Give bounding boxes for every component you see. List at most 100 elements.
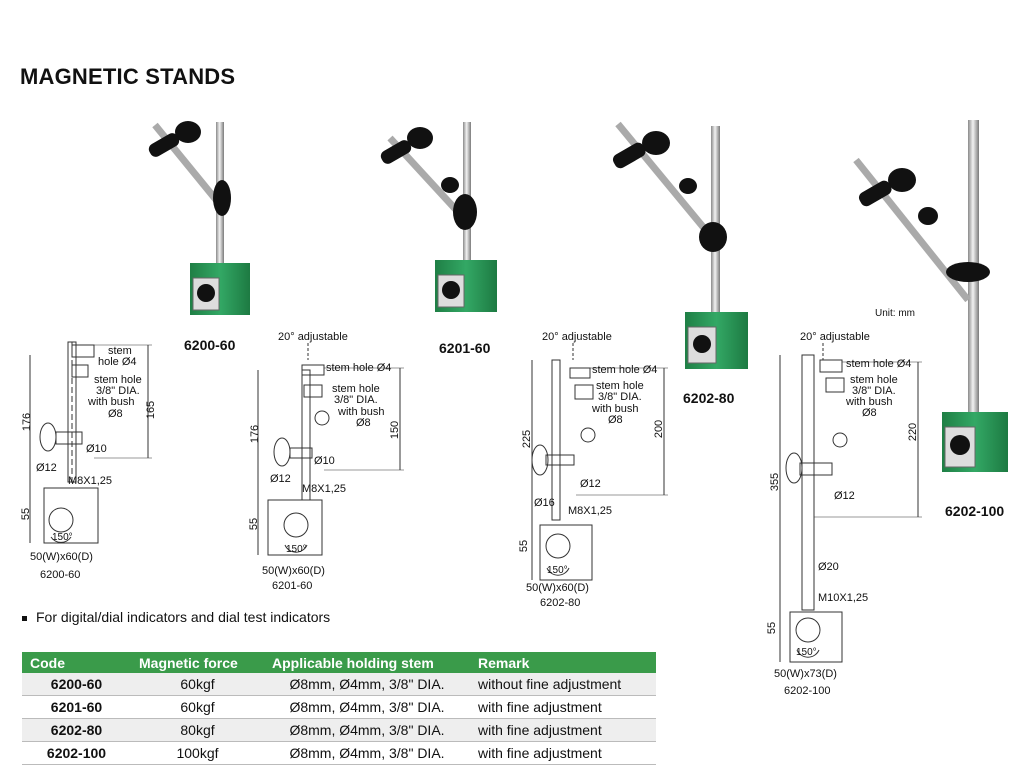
cell-remark: with fine adjustment — [470, 741, 656, 765]
table-row: 6201-60 60kgf Ø8mm, Ø4mm, 3/8" DIA. with… — [22, 695, 656, 719]
d3-rod-dia: Ø16 — [534, 497, 555, 509]
d1-angle: 150° — [52, 532, 73, 543]
stand-photo-6202-100 — [853, 120, 1008, 472]
d4-code: 6202-100 — [784, 685, 831, 697]
d2-total-height: 176 — [249, 424, 262, 444]
cell-code: 6202-100 — [22, 741, 131, 765]
cell-code: 6200-60 — [22, 673, 131, 696]
unit-note: Unit: mm — [875, 308, 915, 319]
d1-label-stemhole: stem hole — [94, 374, 142, 386]
d3-label-dia: 3/8" DIA. — [598, 391, 642, 403]
cell-force: 60kgf — [131, 673, 264, 696]
cell-force: 100kgf — [131, 741, 264, 765]
d4-base-height: 55 — [766, 621, 779, 635]
d1-label-d8: Ø8 — [108, 408, 123, 420]
d1-base-height: 55 — [20, 507, 33, 521]
d3-base-height: 55 — [518, 539, 531, 553]
cell-remark: with fine adjustment — [470, 695, 656, 719]
d3-label-d8: Ø8 — [608, 414, 623, 426]
product-code-3: 6202-80 — [683, 390, 735, 406]
d1-base-dims: 50(W)x60(D) — [30, 551, 93, 563]
d3-label-bush: with bush — [592, 403, 639, 415]
d1-label-dia: 3/8" DIA. — [96, 385, 140, 397]
stand-photo-6200-60 — [148, 121, 250, 315]
header-code: Code — [22, 652, 131, 673]
d4-stem-dia: Ø12 — [834, 490, 855, 502]
d1-rod-dia: Ø10 — [86, 443, 107, 455]
table-row: 6202-100 100kgf Ø8mm, Ø4mm, 3/8" DIA. wi… — [22, 741, 656, 765]
d1-total-height: 176 — [21, 412, 34, 432]
d2-label-hole: stem hole Ø4 — [326, 362, 392, 374]
d1-label-hole: hole Ø4 — [98, 356, 137, 368]
d2-rod-dia: Ø10 — [314, 455, 335, 467]
d4-arm-height: 220 — [907, 422, 920, 442]
d2-label-dia: 3/8" DIA. — [334, 394, 378, 406]
d4-label-d8: Ø8 — [862, 407, 877, 419]
d2-adjustable: 20° adjustable — [278, 331, 348, 343]
product-code-4: 6202-100 — [945, 503, 1005, 519]
d1-label-stem: stem — [108, 345, 132, 357]
table-row: 6202-80 80kgf Ø8mm, Ø4mm, 3/8" DIA. with… — [22, 718, 656, 742]
page-title: MAGNETIC STANDS — [20, 64, 236, 89]
table-header-row: Code Magnetic force Applicable holding s… — [22, 652, 656, 673]
cell-remark: with fine adjustment — [470, 718, 656, 742]
table-row: 6200-60 60kgf Ø8mm, Ø4mm, 3/8" DIA. with… — [22, 673, 656, 696]
d2-label-bush: with bush — [338, 406, 385, 418]
cell-stem: Ø8mm, Ø4mm, 3/8" DIA. — [264, 673, 470, 696]
header-force: Magnetic force — [131, 652, 264, 673]
d3-arm-height: 200 — [653, 419, 666, 439]
cell-stem: Ø8mm, Ø4mm, 3/8" DIA. — [264, 718, 470, 742]
d3-label-stemhole: stem hole — [596, 380, 644, 392]
d4-label-hole: stem hole Ø4 — [846, 358, 912, 370]
usage-note: For digital/dial indicators and dial tes… — [22, 609, 330, 625]
cell-code: 6201-60 — [22, 695, 131, 719]
d4-adjustable: 20° adjustable — [800, 331, 870, 343]
d2-thread: M8X1,25 — [302, 483, 347, 495]
product-code-2: 6201-60 — [439, 340, 491, 356]
header-remark: Remark — [470, 652, 656, 673]
d2-arm-height: 150 — [389, 420, 402, 440]
cell-remark: without fine adjustment — [470, 673, 656, 696]
header-stem: Applicable holding stem — [264, 652, 470, 673]
d2-stem-dia: Ø12 — [270, 473, 291, 485]
d3-total-height: 225 — [521, 429, 534, 449]
cell-force: 80kgf — [131, 718, 264, 742]
d4-base-dims: 50(W)x73(D) — [774, 668, 837, 680]
d4-rod-dia: Ø20 — [818, 561, 839, 573]
product-code-1: 6200-60 — [184, 337, 236, 353]
d1-thread: M8X1,25 — [68, 475, 113, 487]
d2-base-height: 55 — [248, 517, 261, 531]
d4-total-height: 355 — [769, 472, 782, 492]
d4-label-dia: 3/8" DIA. — [852, 385, 896, 397]
d4-label-stemhole: stem hole — [850, 374, 898, 386]
stand-photo-6201-60 — [380, 122, 497, 312]
d2-label-stemhole: stem hole — [332, 383, 380, 395]
cell-code: 6202-80 — [22, 718, 131, 742]
d4-thread: M10X1,25 — [818, 592, 869, 604]
d1-code: 6200-60 — [40, 569, 81, 581]
cell-stem: Ø8mm, Ø4mm, 3/8" DIA. — [264, 741, 470, 765]
d3-base-dims: 50(W)x60(D) — [526, 582, 589, 594]
d1-stem-dia: Ø12 — [36, 462, 57, 474]
spec-table: Code Magnetic force Applicable holding s… — [22, 652, 656, 765]
d4-angle: 150° — [796, 647, 817, 658]
d2-angle: 150° — [286, 544, 307, 555]
d3-angle: 150° — [547, 565, 568, 576]
d2-base-dims: 50(W)x60(D) — [262, 565, 325, 577]
d3-stem-dia: Ø12 — [580, 478, 601, 490]
cell-stem: Ø8mm, Ø4mm, 3/8" DIA. — [264, 695, 470, 719]
stand-photo-6202-80 — [612, 121, 748, 369]
cell-force: 60kgf — [131, 695, 264, 719]
d2-label-d8: Ø8 — [356, 417, 371, 429]
d4-label-bush: with bush — [846, 396, 893, 408]
d1-label-bush: with bush — [88, 396, 135, 408]
d1-arm-height: 165 — [145, 400, 158, 420]
bullet-icon — [22, 615, 27, 621]
d3-code: 6202-80 — [540, 597, 581, 609]
d2-code: 6201-60 — [272, 580, 313, 592]
d3-adjustable: 20° adjustable — [542, 331, 612, 343]
usage-note-text: For digital/dial indicators and dial tes… — [36, 609, 331, 625]
d3-thread: M8X1,25 — [568, 505, 613, 517]
